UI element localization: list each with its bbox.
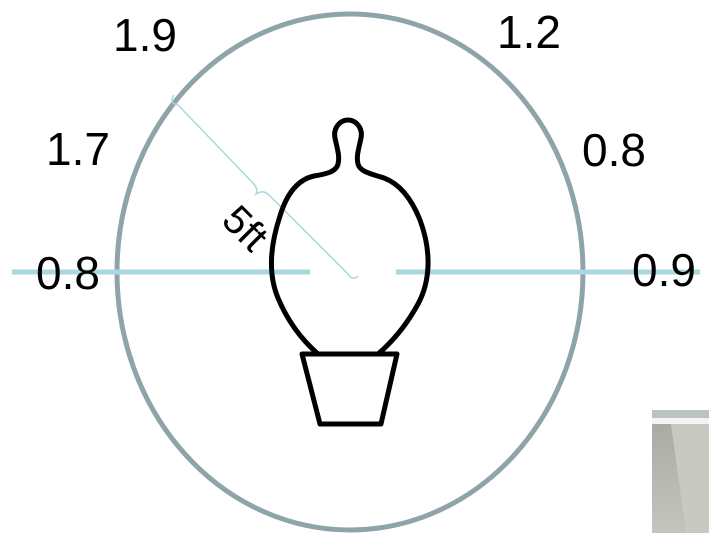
radius-label: 5ft: [214, 197, 277, 260]
reading-right: 0.9: [632, 244, 696, 296]
photo-thumbnail: [652, 410, 709, 533]
reading-upper-right: 0.8: [582, 124, 646, 176]
reading-top-right: 1.2: [497, 6, 561, 58]
radius-guide: [172, 95, 358, 278]
reading-left: 0.8: [36, 247, 100, 299]
plant-bulb-outline: [271, 120, 428, 354]
reading-top-left: 1.9: [113, 9, 177, 61]
reading-upper-left: 1.7: [46, 123, 110, 175]
plant-pot-outline: [302, 354, 397, 424]
photo-detail: [671, 424, 709, 533]
